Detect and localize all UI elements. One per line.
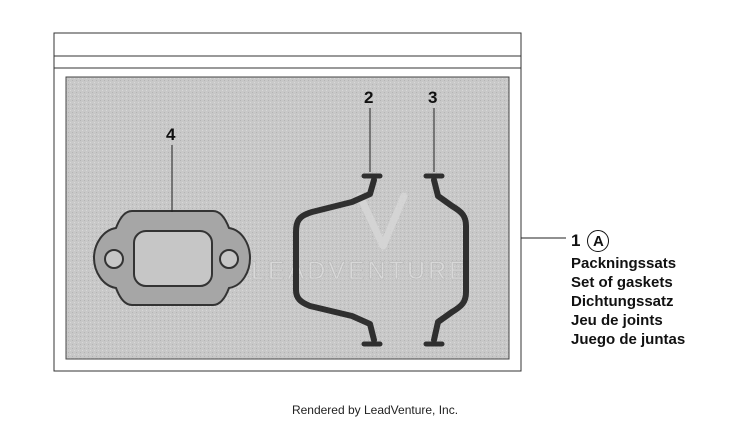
watermark-text: LEADVENTURE	[251, 257, 469, 285]
callout-number-3: 3	[428, 88, 438, 107]
part-legend: 1 A Packningssats Set of gaskets Dichtun…	[571, 228, 685, 349]
legend-item-number: 1	[571, 231, 581, 250]
legend-name-german: Dichtungssatz	[571, 293, 674, 310]
legend-name-spanish: Juego de juntas	[571, 331, 686, 348]
footer-credit: Rendered by LeadVenture, Inc.	[291, 403, 459, 417]
legend-name-french: Jeu de joints	[571, 312, 663, 329]
legend-name-english: Set of gaskets	[571, 274, 673, 291]
legend-name-swedish: Packningssats	[571, 255, 677, 272]
legend-header: 1 A	[571, 228, 685, 254]
right-gasket-rivet	[463, 256, 469, 262]
watermark-logo	[356, 192, 408, 250]
flange-gasket	[92, 210, 252, 306]
callout-number-2: 2	[364, 88, 374, 107]
left-gasket-rivet	[293, 256, 299, 262]
callout-number-4: 4	[166, 125, 176, 144]
kit-mark-circle: A	[587, 230, 610, 252]
